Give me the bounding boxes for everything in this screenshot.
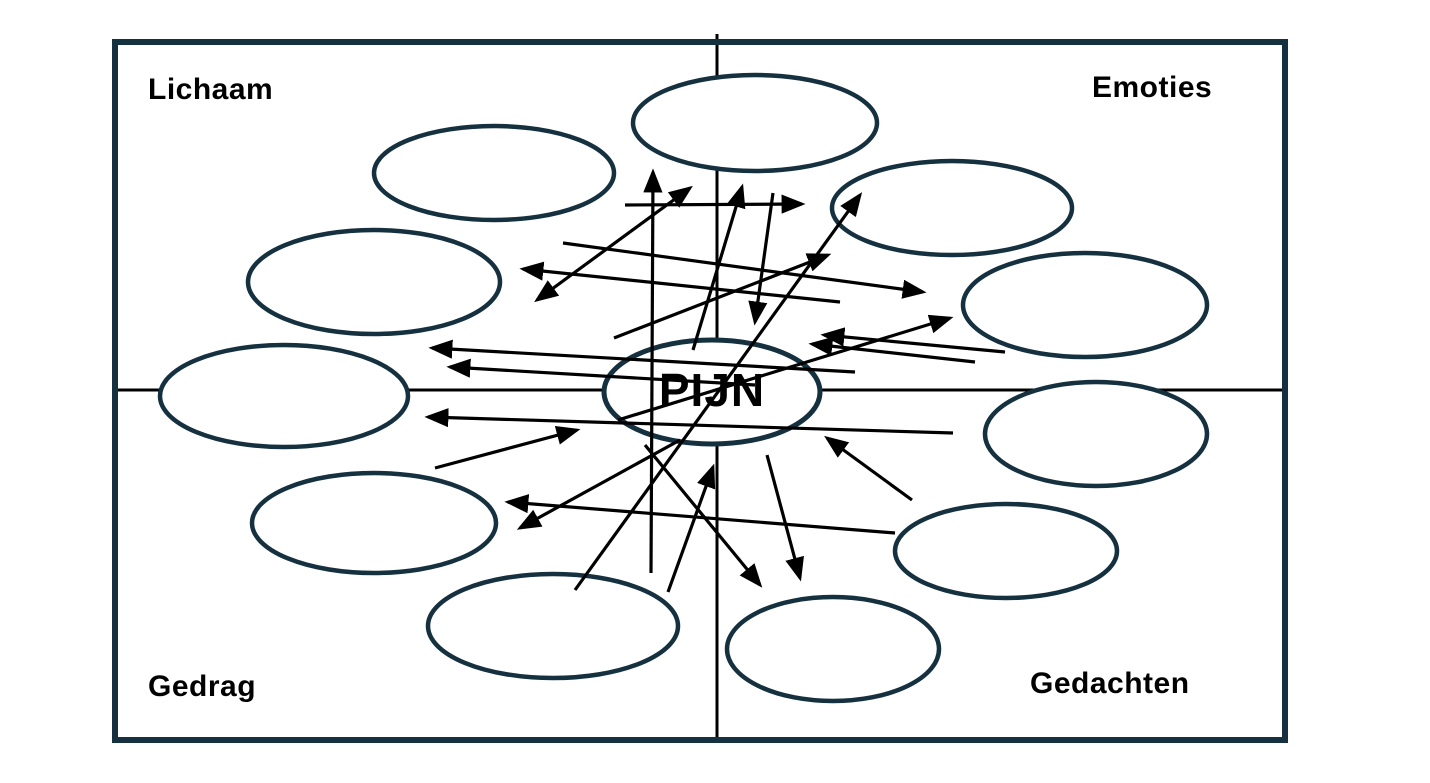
arrow-2	[748, 192, 775, 326]
ellipse-upper-right	[829, 158, 1075, 258]
quadrant-label-emoties: Emoties	[1092, 71, 1213, 104]
arrow-13	[808, 336, 976, 364]
ellipse-bottom-left	[425, 571, 681, 681]
arrow-10	[424, 408, 954, 435]
arrow-15	[504, 494, 896, 535]
arrow-17	[434, 425, 581, 470]
arrow-3	[691, 183, 746, 351]
center-node-label: PIJN	[658, 364, 766, 416]
quadrant-label-gedrag: Gedrag	[148, 670, 257, 703]
arrow-6	[613, 253, 832, 340]
arrow-9	[446, 358, 756, 387]
quadrant-label-lichaam: Lichaam	[148, 73, 274, 106]
arrow-1	[624, 194, 806, 214]
ellipse-left	[245, 227, 503, 337]
ellipse-lower-left	[249, 470, 499, 576]
ellipse-right-lower	[892, 501, 1120, 601]
arrow-5	[562, 241, 927, 299]
arrow-11	[617, 314, 954, 422]
arrow-20	[765, 454, 804, 582]
arrow-4	[534, 185, 693, 303]
arrow-18	[666, 463, 716, 593]
arrow-14	[824, 435, 913, 502]
ellipse-upper-right-outer	[960, 250, 1210, 360]
quadrant-label-gedachten: Gedachten	[1030, 667, 1190, 700]
ellipse-upper-left	[371, 123, 617, 223]
ellipse-bottom-right	[724, 594, 942, 704]
ellipse-right	[982, 379, 1210, 489]
ellipse-far-left	[157, 342, 411, 450]
arrow-21	[573, 192, 863, 591]
arrow-12	[820, 327, 1006, 354]
diagram-frame	[112, 39, 1288, 743]
ellipse-top-center	[630, 72, 880, 174]
